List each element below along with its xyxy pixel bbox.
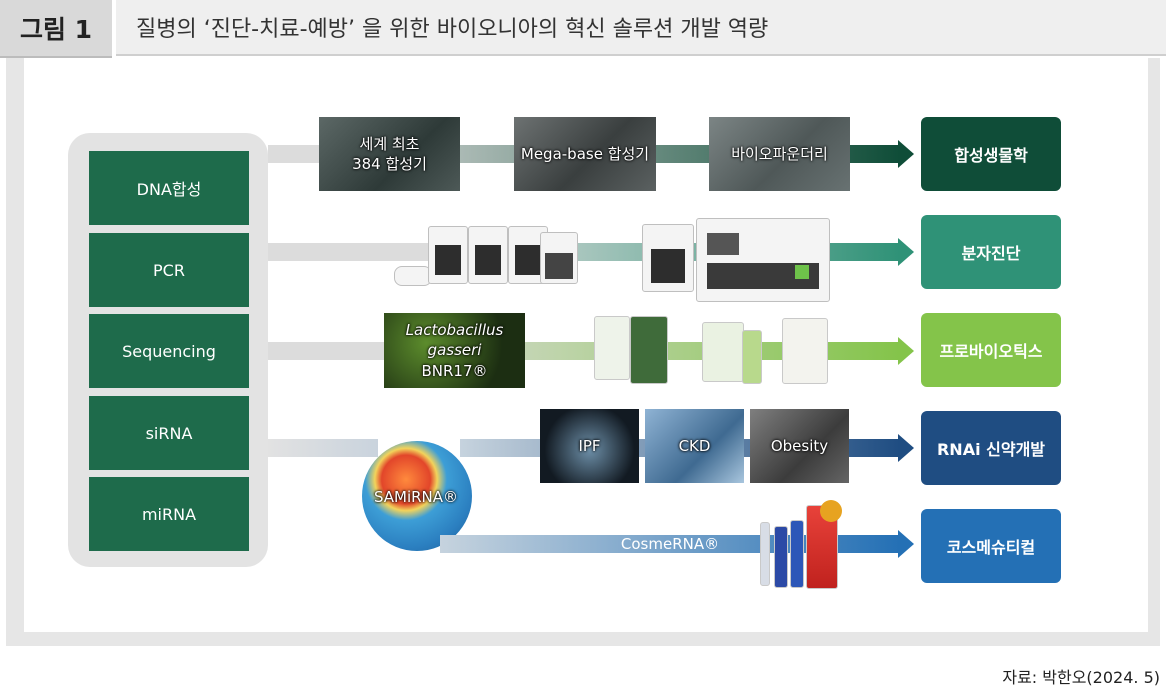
figure-header: 그림 1 질병의 ‘진단-치료-예방’ 을 위한 바이오니아의 혁신 솔루션 개… xyxy=(0,0,1166,58)
source-note: 자료: 박한오(2024. 5) xyxy=(1002,668,1160,687)
probiotic-bottle-1 xyxy=(594,316,630,380)
pcr-instrument-1 xyxy=(428,226,468,284)
probiotic-bottle-2 xyxy=(630,316,668,384)
cosme-ampoule-1 xyxy=(774,526,788,588)
photo-lactobacillus: Lactobacillus gasseri BNR17® xyxy=(384,313,525,388)
tech-dna-synthesis: DNA합성 xyxy=(89,151,249,225)
probiotic-stick-pack xyxy=(742,330,762,384)
tech-mirna: miRNA xyxy=(89,477,249,551)
cosme-ampoule-2 xyxy=(790,520,804,588)
cosmerna-label: CosmeRNA® xyxy=(620,534,720,553)
photo-384-synthesizer: 세계 최초 384 합성기 xyxy=(319,117,460,191)
probiotic-box-1 xyxy=(702,322,744,382)
output-molecular-diagnostics: 분자진단 xyxy=(921,215,1061,289)
pcr-analyzer-large xyxy=(696,218,830,302)
photo-biofoundry: 바이오파운더리 xyxy=(709,117,850,191)
output-probiotics: 프로바이오틱스 xyxy=(921,313,1061,387)
cosme-box-seal-icon xyxy=(820,500,842,522)
photo-mega-base-synthesizer: Mega-base 합성기 xyxy=(514,117,656,191)
connector-dna xyxy=(268,145,328,163)
pcr-instrument-4 xyxy=(540,232,578,284)
arrow-seq xyxy=(898,337,914,365)
samirna-nanoparticle xyxy=(362,441,472,551)
pcr-instrument-2 xyxy=(468,226,508,284)
output-synthetic-biology: 합성생물학 xyxy=(921,117,1061,191)
figure-label: 그림 1 xyxy=(0,0,112,58)
arrow-cosme xyxy=(898,530,914,558)
cosme-pen xyxy=(760,522,770,586)
connector-seq xyxy=(268,342,388,360)
arrow-rnai xyxy=(898,434,914,462)
arrow-dna xyxy=(898,140,914,168)
connector-pcr xyxy=(268,243,448,261)
photo-ckd: CKD xyxy=(645,409,744,483)
connector-sirna xyxy=(268,439,378,457)
arrow-pcr xyxy=(898,238,914,266)
output-rnai-drug-development: RNAi 신약개발 xyxy=(921,411,1061,485)
photo-obesity: Obesity xyxy=(750,409,849,483)
output-cosmeceutical: 코스메슈티컬 xyxy=(921,509,1061,583)
tech-pcr: PCR xyxy=(89,233,249,307)
samirna-label: SAMiRNA® xyxy=(373,487,459,506)
pcr-small-device xyxy=(394,266,432,286)
photo-ipf: IPF xyxy=(540,409,639,483)
probiotic-box-2 xyxy=(782,318,828,384)
pcr-analyzer-medium xyxy=(642,224,694,292)
tech-sirna: siRNA xyxy=(89,396,249,470)
tech-sequencing: Sequencing xyxy=(89,314,249,388)
figure-title: 질병의 ‘진단-치료-예방’ 을 위한 바이오니아의 혁신 솔루션 개발 역량 xyxy=(116,0,1166,56)
